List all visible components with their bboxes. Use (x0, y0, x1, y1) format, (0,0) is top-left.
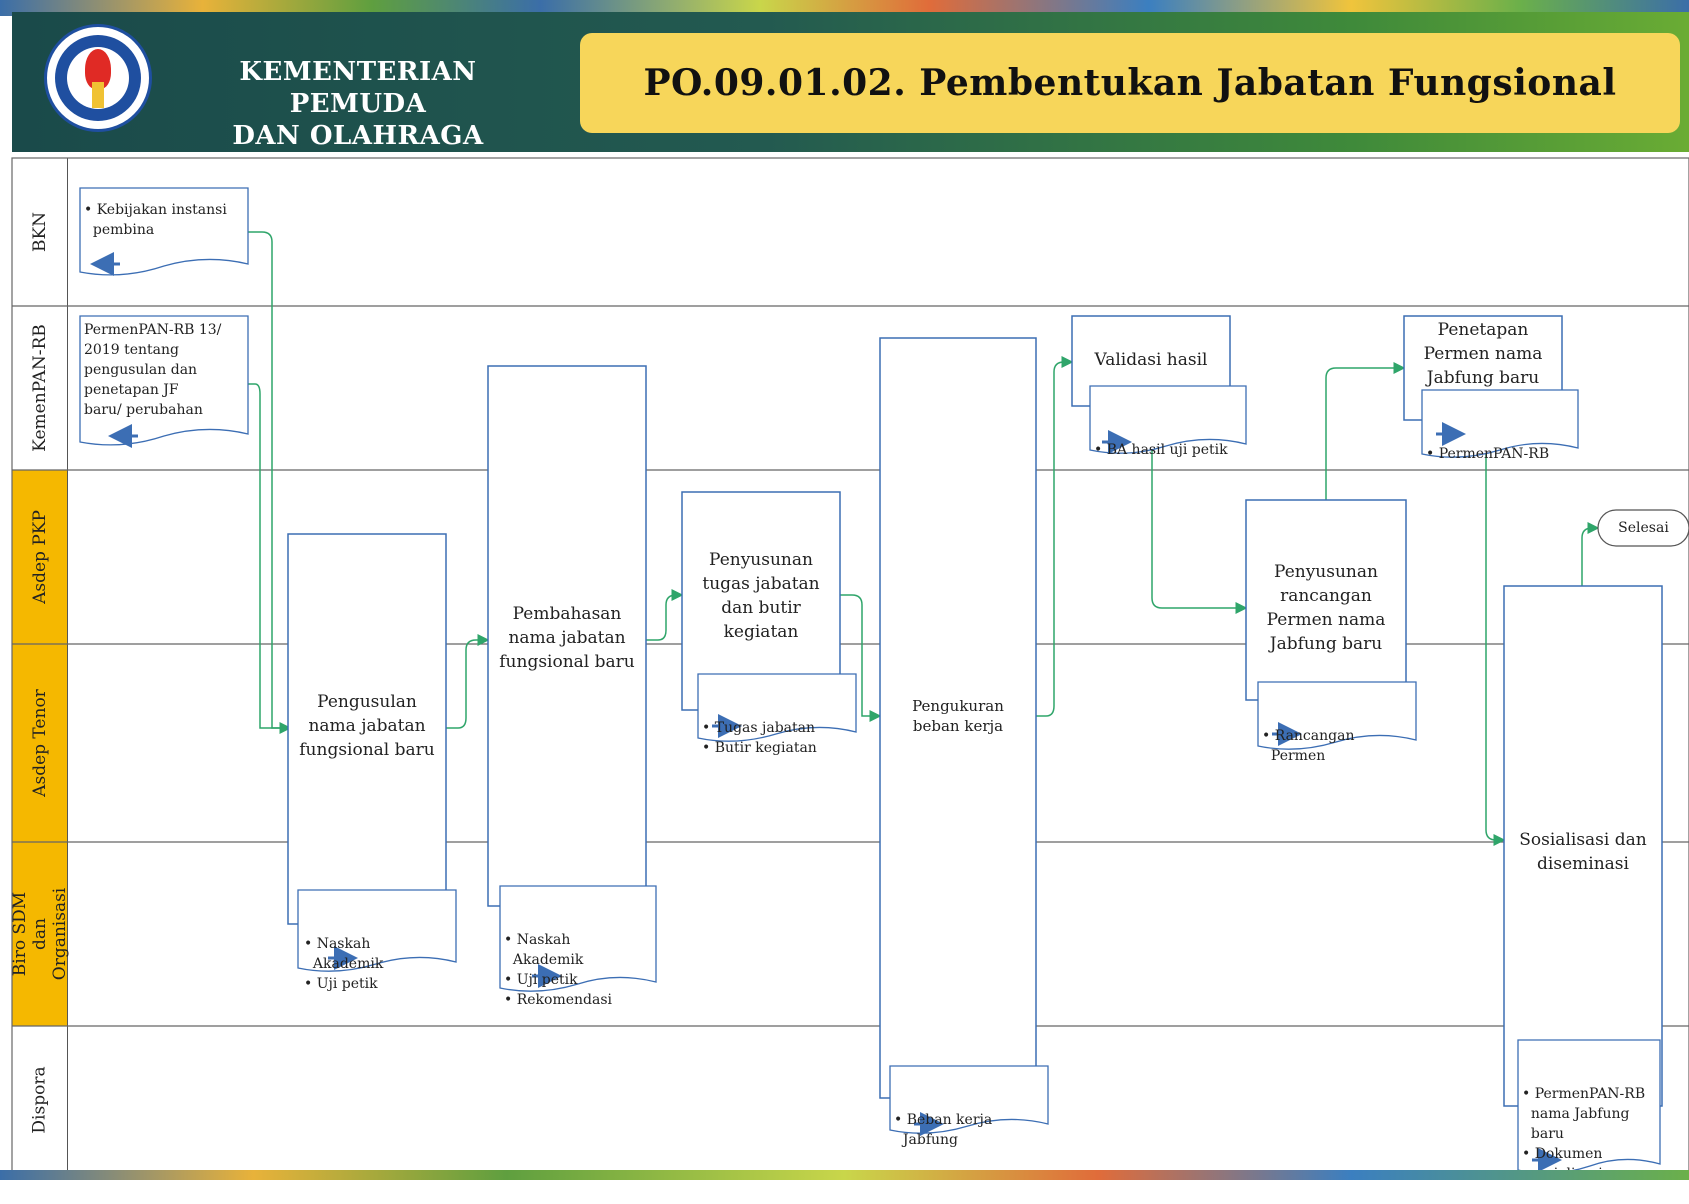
connector-sosialisasi-to-selesai (1581, 522, 1600, 586)
lane-header-asdep-tenor (12, 644, 68, 842)
doc-kemenpan (79, 315, 249, 446)
lane-header-bkn (12, 158, 68, 306)
process-box-sosialisasi (1503, 585, 1663, 1107)
connector-pembahasan-to-penyusunan (646, 589, 684, 641)
title-box (580, 33, 1680, 133)
process-boxes (287, 315, 1663, 1107)
connector-rancangan-to-penetapan (1325, 362, 1406, 500)
doc-text-penetapan: • PermenPAN-RB (1426, 446, 1550, 462)
process-rancangan: Penyusunan rancangan Permen nama Jabfung… (1266, 562, 1386, 654)
process-pengusulan: Pengusulan nama jabatan fungsional baru (299, 692, 435, 760)
connector-pengusulan-to-pembahasan (446, 634, 490, 729)
doc-text-validasi: • BA hasil uji petik (1094, 442, 1228, 458)
process-box-pengukuran (879, 337, 1037, 1099)
process-box-pengusulan (287, 533, 447, 925)
process-validasi: Validasi hasil (1094, 350, 1208, 370)
organization-name: KEMENTERIAN PEMUDA DAN OLAHRAGA (168, 56, 548, 152)
doc-text-bkn: • Kebijakan instansi pembina (84, 202, 227, 238)
lane-header-dispora (12, 1026, 68, 1174)
doc-text-pengusulan: • Naskah Akademik• Uji petik (304, 936, 384, 992)
process-penetapan: Penetapan Permen nama Jabfung baru (1423, 320, 1543, 388)
connector-validasi-to-rancangan (1151, 440, 1248, 614)
page-title: PO.09.01.02. Pembentukan Jabatan Fungsio… (643, 62, 1617, 104)
bottom-decorative-stripe (0, 1170, 1689, 1180)
ministry-logo (44, 24, 152, 132)
connector-pengukuran-to-validasi (1036, 356, 1074, 717)
lane-header-biro-sdm (12, 842, 68, 1026)
flow-connectors (248, 231, 1600, 846)
process-pembahasan: Pembahasan nama jabatan fungsional baru (499, 604, 635, 672)
lane-header-asdep-pkp (12, 470, 68, 644)
connector-kemenpan-to-pengusulan (248, 383, 288, 729)
doc-text-sosialisasi: • PermenPAN-RB nama Jabfung baru• Dokume… (1522, 1086, 1646, 1182)
org-name-line1: KEMENTERIAN PEMUDA (239, 57, 477, 119)
terminator-selesai-label: Selesai (1618, 520, 1669, 536)
process-penyusunan-tugas: Penyusunan tugas jabatan dan butir kegia… (702, 550, 820, 642)
org-name-line2: DAN OLAHRAGA (232, 121, 484, 151)
document-shapes (79, 187, 1661, 1174)
lane-header-kemenpan (12, 306, 68, 470)
terminator-selesai (1597, 509, 1689, 547)
process-sosialisasi: Sosialisasi dan diseminasi (1519, 830, 1647, 874)
process-box-rancangan (1245, 499, 1407, 701)
connector-penyusunan-to-pengukuran (840, 594, 882, 722)
process-box-pembahasan (487, 365, 647, 907)
lane-grid (11, 157, 1689, 1175)
doc-text-penyusunan: • Tugas jabatan• Butir kegiatan (702, 720, 817, 756)
process-pengukuran: Pengukuran beban kerja (912, 697, 1004, 735)
doc-text-pembahasan: • Naskah Akademik• Uji petik• Rekomendas… (504, 932, 612, 1008)
doc-arrows (90, 252, 1562, 1172)
doc-text-rancangan: • Rancangan Permen (1262, 728, 1355, 764)
connector-bkn-to-pengusulan (248, 231, 292, 734)
connector-penetapan-to-sosialisasi (1485, 450, 1506, 846)
doc-text-pengukuran: • Beban kerja Jabfung (894, 1112, 993, 1148)
